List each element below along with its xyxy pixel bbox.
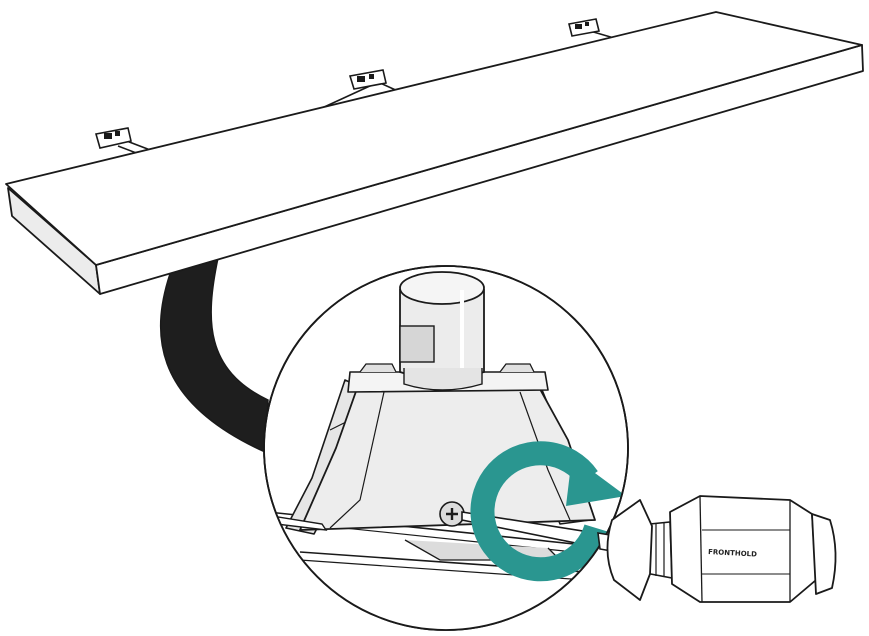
screwdriver-icon: FRONTHOLD (597, 495, 837, 603)
bracket-cylinder (399, 271, 485, 391)
mounting-bracket-right (568, 18, 615, 39)
detail-magnifier (263, 265, 629, 631)
zoom-callout-band (159, 257, 269, 454)
clockwise-arrow-icon (470, 441, 626, 582)
screwdriver-handle-label: FRONTHOLD (708, 548, 757, 559)
mounting-bracket-center (321, 69, 401, 109)
phillips-screw-icon (439, 501, 465, 527)
shelf-panel (5, 11, 864, 295)
